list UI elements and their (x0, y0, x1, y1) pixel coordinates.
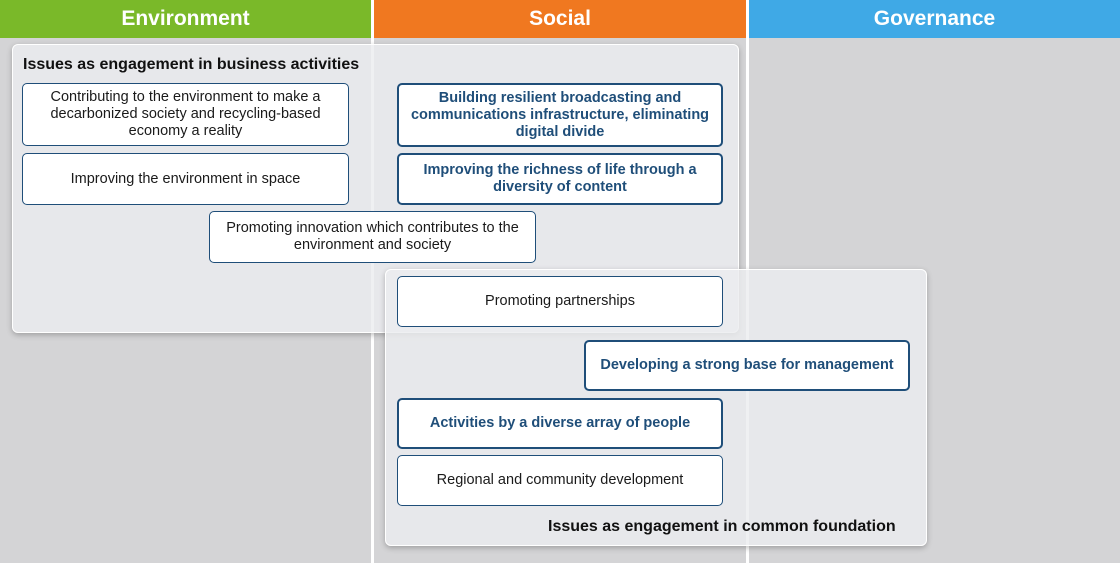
issue-base-for-management: Developing a strong base for management (584, 340, 910, 391)
issue-promoting-partnerships: Promoting partnerships (397, 276, 723, 327)
common-foundation-title: Issues as engagement in common foundatio… (548, 518, 896, 535)
issue-diversity-of-content: Improving the richness of life through a… (397, 153, 723, 205)
issue-broadcasting-infrastructure: Building resilient broadcasting and comm… (397, 83, 723, 147)
business-activities-title: Issues as engagement in business activit… (23, 56, 360, 73)
social-header: Social (374, 0, 746, 38)
issue-environment-in-space: Improving the environment in space (22, 153, 349, 205)
environment-header: Environment (0, 0, 371, 38)
issue-diverse-array-of-people: Activities by a diverse array of people (397, 398, 723, 449)
issue-promoting-innovation: Promoting innovation which contributes t… (209, 211, 536, 263)
governance-header: Governance (749, 0, 1120, 38)
issue-decarbonized-society: Contributing to the environment to make … (22, 83, 349, 146)
issue-regional-community-development: Regional and community development (397, 455, 723, 506)
